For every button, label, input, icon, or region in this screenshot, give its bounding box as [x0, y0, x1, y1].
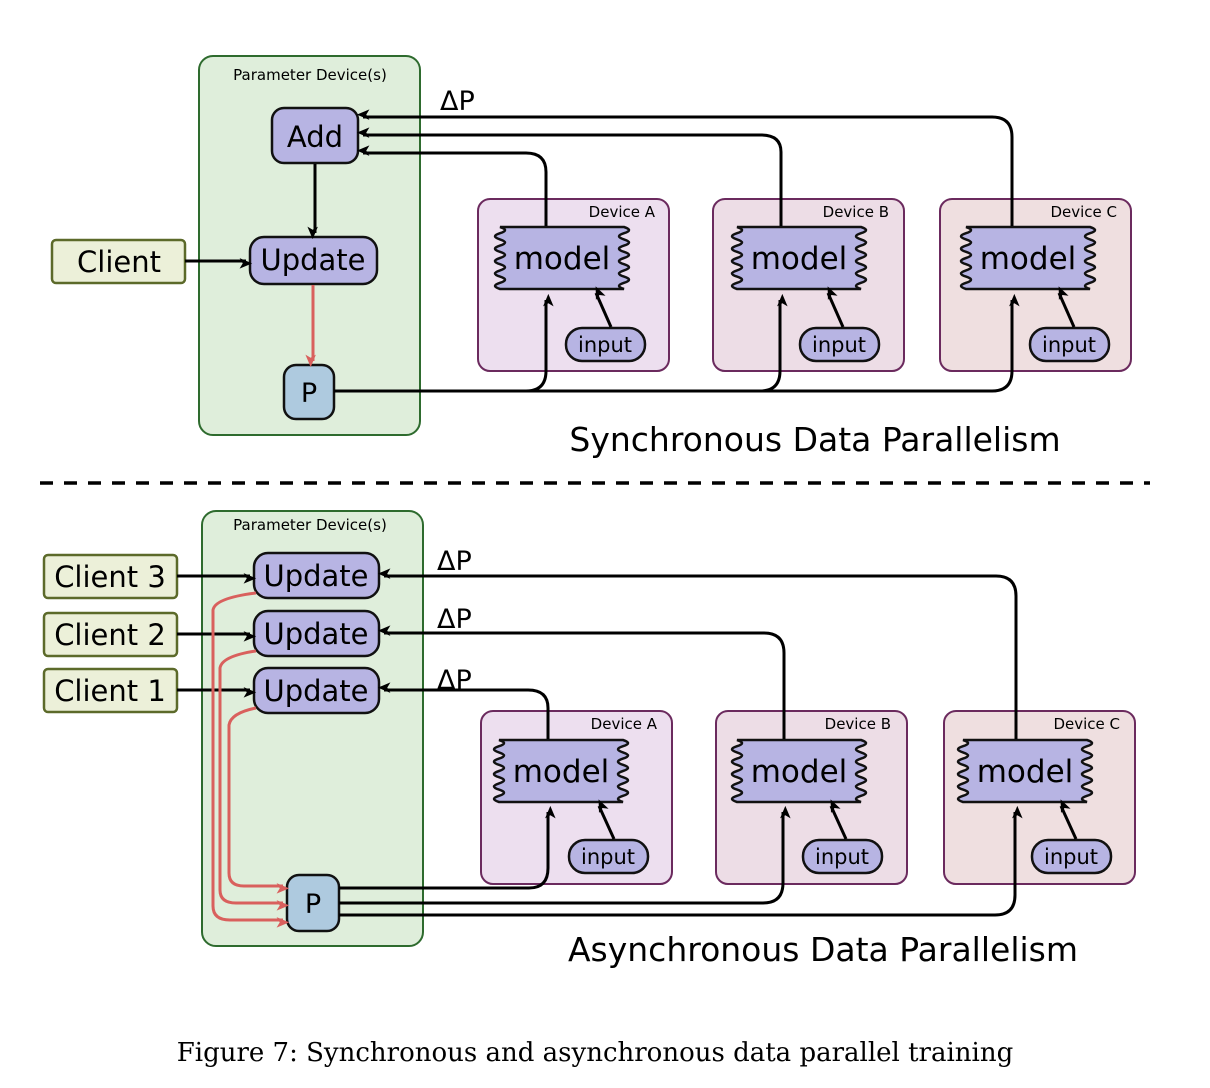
- async-parameter-device-label: Parameter Device(s): [233, 516, 387, 534]
- async-input-b-label: input: [815, 845, 869, 869]
- sync-input-a-arrow: [594, 286, 613, 328]
- sync-delta-p-label: ΔP: [440, 86, 475, 117]
- sync-model-a-label: model: [514, 241, 611, 277]
- async-input-c: [1030, 838, 1113, 875]
- async-model-c-to-update-3: [377, 568, 1018, 739]
- async-p-label: P: [305, 889, 321, 920]
- sync-model-b-to-add: [356, 127, 783, 226]
- async-model-a-to-update-1: [377, 682, 550, 739]
- sync-input-a-label: input: [578, 333, 632, 357]
- async-model-a-label: model: [513, 754, 610, 790]
- client-3-label: Client 3: [54, 560, 166, 594]
- async-model-b: [730, 738, 868, 804]
- async-input-a: [567, 838, 650, 875]
- async-section: Parameter Device(s) Update Update Update…: [42, 510, 1136, 969]
- async-update-label-1: Update: [263, 674, 368, 708]
- device-b-label: Device B: [823, 203, 889, 221]
- client-1-label: Client 1: [54, 674, 166, 708]
- async-p-to-model-c: [339, 805, 1023, 917]
- sync-section: Parameter Device(s) Add Update P Client …: [50, 55, 1132, 459]
- add-label: Add: [287, 120, 343, 154]
- async-input-b: [801, 838, 884, 875]
- figure-caption: Figure 7: Synchronous and asynchronous d…: [177, 1038, 1014, 1068]
- async-device-b-label: Device B: [825, 715, 891, 733]
- async-delta-p-label-2: ΔP: [437, 604, 472, 635]
- sync-parameter-device-label: Parameter Device(s): [233, 66, 387, 84]
- async-update-label-3: Update: [263, 559, 368, 593]
- sync-client-label: Client: [77, 245, 161, 279]
- async-p-to-model-b: [339, 805, 791, 905]
- sync-model-a: [493, 225, 631, 291]
- sync-p-label: P: [301, 378, 317, 409]
- async-model-a: [492, 738, 630, 804]
- sync-input-c-label: input: [1042, 333, 1096, 357]
- device-a-label: Device A: [589, 203, 656, 221]
- sync-model-a-to-add: [356, 145, 548, 226]
- client-2-label: Client 2: [54, 618, 166, 652]
- sync-model-b: [730, 225, 868, 291]
- sync-model-c: [959, 225, 1097, 291]
- async-input-a-label: input: [581, 845, 635, 869]
- sync-input-c-arrow: [1057, 286, 1076, 328]
- update-3-to-p-arrow: [211, 591, 290, 928]
- sync-update-label: Update: [260, 243, 365, 277]
- device-c-label: Device C: [1050, 203, 1117, 221]
- async-device-a-label: Device A: [591, 715, 658, 733]
- async-input-c-arrow: [1059, 799, 1078, 840]
- sync-input-c: [1028, 326, 1111, 363]
- async-update-label-2: Update: [263, 617, 368, 651]
- sync-model-c-to-add: [356, 109, 1014, 226]
- async-p-to-model-a: [339, 805, 556, 890]
- async-model-c-label: model: [977, 754, 1074, 790]
- sync-p-to-model-c: [334, 293, 1020, 393]
- async-model-b-to-update-2: [377, 625, 786, 739]
- update-2-to-p-arrow: [218, 649, 290, 911]
- update-1-to-p-arrow: [227, 706, 290, 894]
- sync-input-b: [798, 326, 881, 363]
- async-device-c-label: Device C: [1053, 715, 1120, 733]
- sync-input-b-label: input: [812, 333, 866, 357]
- async-model-b-label: model: [751, 754, 848, 790]
- async-input-a-arrow: [597, 799, 616, 840]
- async-input-b-arrow: [829, 799, 848, 840]
- async-model-c: [956, 738, 1094, 804]
- async-delta-p-label-3: ΔP: [437, 546, 472, 577]
- sync-input-b-arrow: [826, 286, 845, 328]
- async-title: Asynchronous Data Parallelism: [568, 930, 1078, 969]
- sync-model-c-label: model: [980, 241, 1077, 277]
- sync-model-b-label: model: [751, 241, 848, 277]
- async-input-c-label: input: [1044, 845, 1098, 869]
- sync-input-a: [564, 326, 647, 363]
- sync-title: Synchronous Data Parallelism: [569, 420, 1060, 459]
